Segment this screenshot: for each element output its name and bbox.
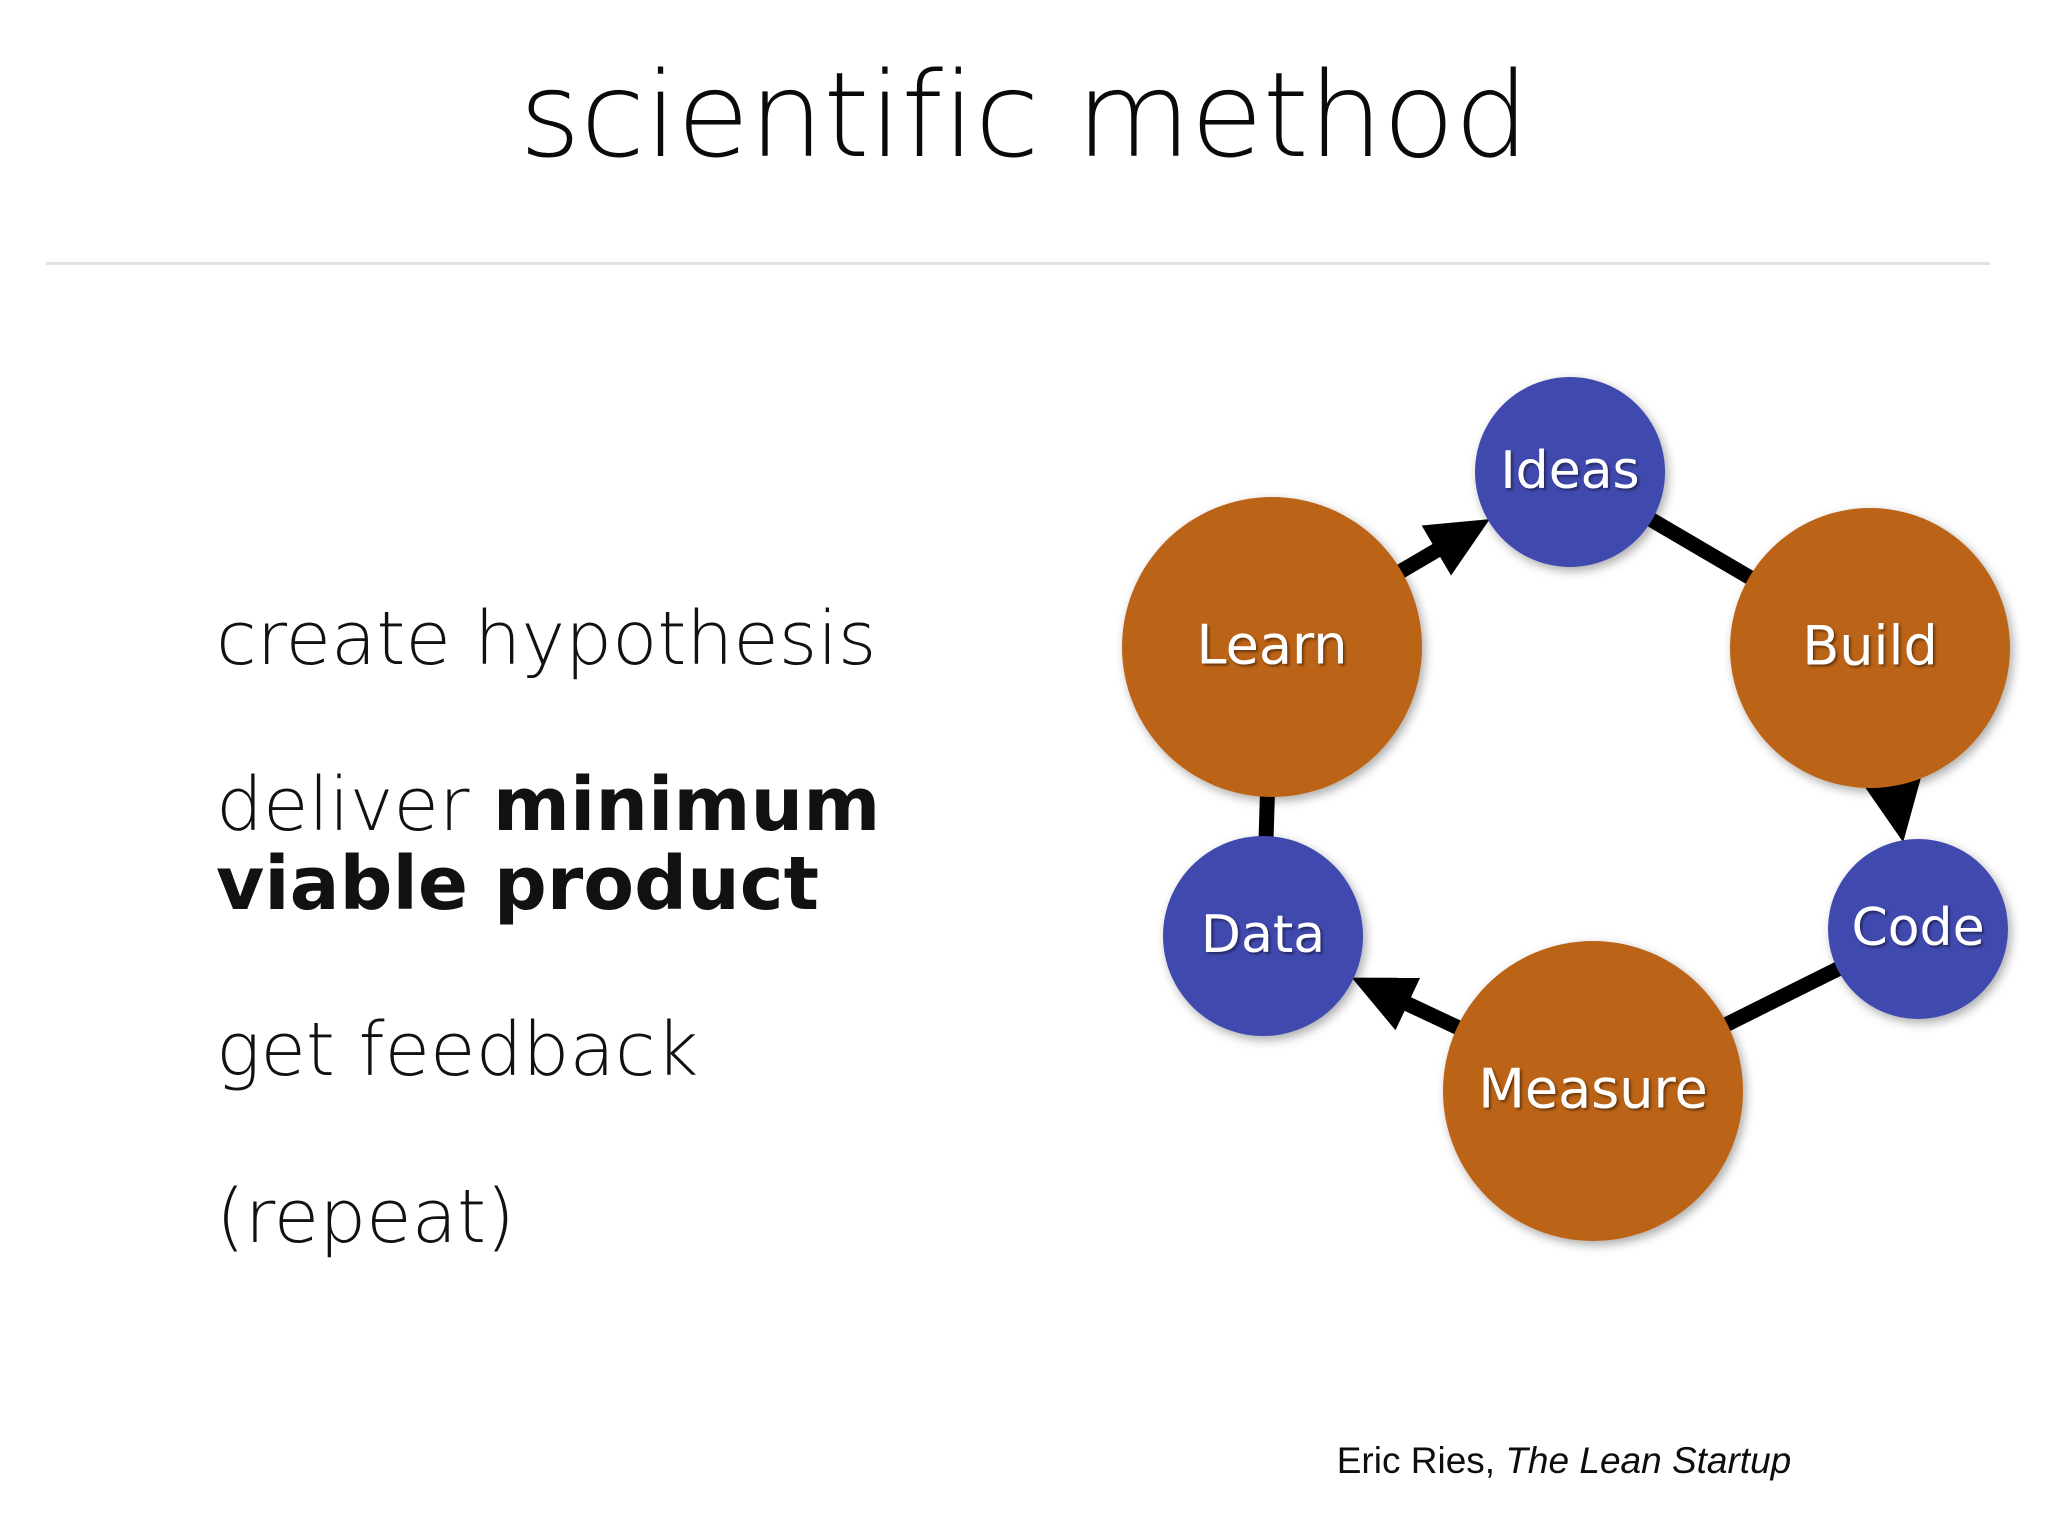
diagram-node-learn[interactable]: Learn xyxy=(1122,497,1422,797)
bullet-list: create hypothesis deliver minimum viable… xyxy=(216,600,976,1256)
bullet-deliver-mvp: deliver minimum viable product xyxy=(216,766,976,923)
node-label-measure: Measure xyxy=(1478,1058,1708,1121)
node-label-ideas: Ideas xyxy=(1500,441,1639,501)
bullet-deliver-prefix: deliver xyxy=(216,762,493,849)
bullet-get-feedback-text: get feedback xyxy=(216,1007,699,1094)
node-circle-learn[interactable] xyxy=(1122,497,1422,797)
node-circle-build[interactable] xyxy=(1730,508,2010,788)
diagram-connectors xyxy=(1258,511,1922,1036)
node-label-code: Code xyxy=(1851,898,1984,958)
title-divider xyxy=(46,262,1990,265)
diagram-node-ideas[interactable]: Ideas xyxy=(1475,377,1665,567)
diagram-node-measure[interactable]: Measure xyxy=(1443,941,1743,1241)
bullet-deliver-emphasis: minimum viable product xyxy=(216,762,907,927)
diagram-node-data[interactable]: Data xyxy=(1163,836,1363,1036)
node-circle-ideas[interactable] xyxy=(1475,377,1665,567)
arrowhead-build-to-code xyxy=(1864,776,1922,843)
connector-ideas-to-build xyxy=(1644,511,1757,586)
attribution-work-title: The Lean Startup xyxy=(1505,1440,1792,1481)
bullet-repeat-text: (repeat) xyxy=(216,1173,515,1260)
connector-code-to-measure xyxy=(1720,960,1845,1033)
node-circle-code[interactable] xyxy=(1828,839,2008,1019)
diagram-node-build[interactable]: Build xyxy=(1730,508,2010,788)
node-label-data: Data xyxy=(1201,905,1325,965)
bullet-create-hypothesis: create hypothesis xyxy=(216,600,976,678)
bullet-repeat: (repeat) xyxy=(216,1178,976,1256)
diagram-node-code[interactable]: Code xyxy=(1828,839,2008,1019)
connector-data-to-learn xyxy=(1258,792,1275,841)
attribution-author: Eric Ries, xyxy=(1336,1440,1506,1481)
page-title: scientific method xyxy=(519,46,1529,184)
arrowhead-measure-to-data xyxy=(1351,977,1421,1031)
bullet-get-feedback: get feedback xyxy=(216,1011,976,1089)
node-circle-measure[interactable] xyxy=(1443,941,1743,1241)
source-attribution: Eric Ries, The Lean Startup xyxy=(1080,1440,2048,1482)
node-label-learn: Learn xyxy=(1197,614,1348,677)
node-circle-data[interactable] xyxy=(1163,836,1363,1036)
node-label-build: Build xyxy=(1802,615,1938,678)
bullet-create-hypothesis-text: create hypothesis xyxy=(216,596,877,682)
arrowhead-learn-to-ideas xyxy=(1421,519,1490,576)
